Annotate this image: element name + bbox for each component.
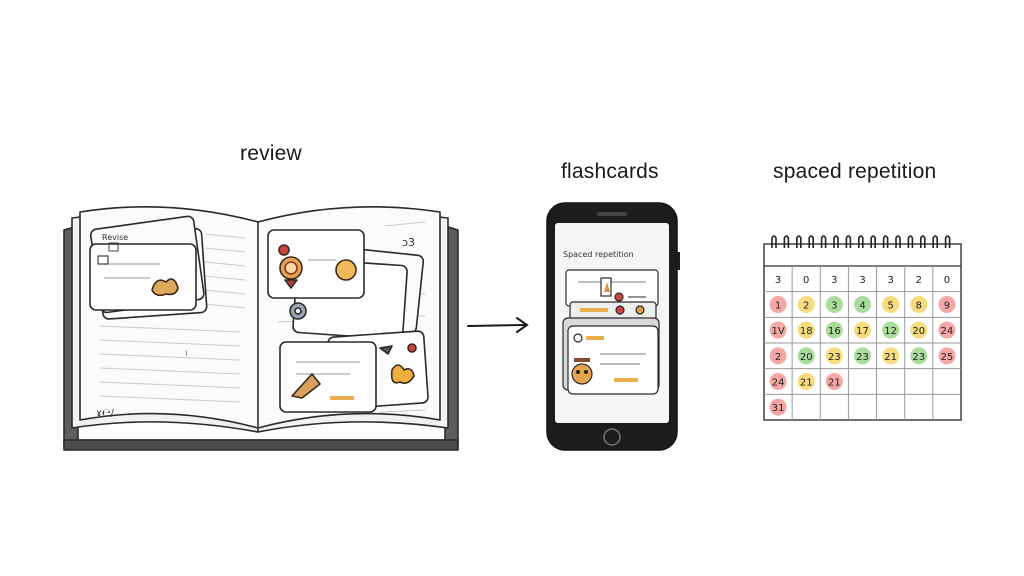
day-highlight xyxy=(825,373,843,390)
phone-speaker xyxy=(597,212,627,216)
day-highlight xyxy=(797,321,815,339)
calendar-grid xyxy=(764,266,961,420)
open-book: ɤ℮/ ı Revise ↄ3 xyxy=(63,206,459,451)
day-highlight xyxy=(910,347,928,365)
binding-ring xyxy=(796,235,802,248)
day-highlight xyxy=(882,321,900,339)
day-highlight xyxy=(910,296,928,313)
binding-ring xyxy=(858,235,864,248)
binding-ring xyxy=(783,235,790,248)
day-highlight xyxy=(910,321,928,339)
calendar-day-number: 3 xyxy=(775,275,781,286)
calendar-day-number: 24 xyxy=(772,378,785,389)
day-highlight xyxy=(854,296,871,313)
day-highlight xyxy=(825,347,843,365)
calendar-day-number: 5 xyxy=(887,301,893,312)
calendar-day-number: 0 xyxy=(944,275,950,286)
calendar-day-number: 2 xyxy=(775,352,781,363)
calendar-day-number: 23 xyxy=(828,352,841,363)
day-highlight xyxy=(854,347,871,365)
day-highlight xyxy=(938,347,956,365)
binding-ring xyxy=(932,235,938,248)
page-tick: ı xyxy=(185,348,188,359)
calendar-day-number: 4 xyxy=(859,301,865,312)
binding-ring xyxy=(808,235,814,248)
calendar-day-number: 8 xyxy=(916,301,922,312)
day-highlight xyxy=(797,373,815,390)
binding-ring xyxy=(833,235,839,248)
day-highlight xyxy=(882,296,900,313)
calendar-day-number: 21 xyxy=(800,378,813,389)
margin-doodle: ↄ3 xyxy=(402,236,415,249)
calendar-day-number: 31 xyxy=(772,403,785,414)
calendar-day-number: 24 xyxy=(941,326,954,337)
day-highlight xyxy=(825,296,843,313)
day-highlight xyxy=(769,296,787,313)
binding-ring xyxy=(870,235,876,248)
binding-ring xyxy=(771,235,777,248)
calendar-binding-rings xyxy=(771,235,951,248)
day-highlight xyxy=(854,321,871,339)
calendar-day-number: 20 xyxy=(800,352,813,363)
day-highlight xyxy=(882,347,900,365)
day-highlight xyxy=(797,296,815,313)
calendar-day-number: 23 xyxy=(912,352,925,363)
calendar-day-number: 3 xyxy=(831,275,837,286)
calendar-day-number: 21 xyxy=(828,378,841,389)
flashcard-stack-right: ↄ3 xyxy=(267,229,429,413)
calendar-day-number: 9 xyxy=(944,301,950,312)
binding-ring xyxy=(882,235,889,248)
page-lines-left xyxy=(99,233,246,403)
day-highlight xyxy=(797,347,815,365)
calendar-day-number: 1 xyxy=(775,301,781,312)
calendar-day-number: 20 xyxy=(912,326,925,337)
smartphone: Spaced repetition xyxy=(546,202,680,451)
calendar-day-number: 3 xyxy=(887,275,893,286)
binding-ring xyxy=(907,235,914,248)
calendar-day-number: 16 xyxy=(828,326,841,337)
home-button xyxy=(603,428,621,446)
day-highlight xyxy=(769,321,787,339)
calendar-day-number: 2 xyxy=(803,301,809,312)
flashcard-stack-left: Revise xyxy=(89,215,208,320)
calendar-day-number: 12 xyxy=(884,326,897,337)
day-highlight xyxy=(769,347,787,365)
card-note: Revise xyxy=(102,233,128,242)
day-highlight xyxy=(769,373,787,390)
day-highlight xyxy=(938,321,956,339)
binding-ring xyxy=(920,235,926,248)
calendar-day-number: 25 xyxy=(941,352,954,363)
day-highlight xyxy=(825,321,843,339)
calendar-day-number: 21 xyxy=(884,352,897,363)
phone-flashcards xyxy=(562,269,660,395)
binding-ring xyxy=(820,235,827,248)
calendar-day-number: 18 xyxy=(800,326,813,337)
label-flashcards: flashcards xyxy=(561,160,659,183)
binding-ring xyxy=(944,235,951,248)
label-spaced-repetition: spaced repetition xyxy=(773,160,937,183)
day-highlight xyxy=(938,296,956,313)
page-corner-scribble: ɤ℮/ xyxy=(96,408,115,419)
calendar-day-number: 17 xyxy=(856,326,869,337)
calendar-day-number: 3 xyxy=(831,301,837,312)
calendar-day-number: 3 xyxy=(859,275,865,286)
calendar-day-number: 0 xyxy=(803,275,809,286)
day-highlight xyxy=(769,398,787,416)
label-review: review xyxy=(240,142,302,165)
calendar-day-number: 2 xyxy=(916,275,922,286)
binding-ring xyxy=(895,235,901,248)
calendar-day-number: 23 xyxy=(856,352,869,363)
binding-ring xyxy=(845,235,852,248)
arrow-right-icon xyxy=(467,317,529,333)
phone-screen-title: Spaced repetition xyxy=(563,250,634,259)
calendar-day-number: 1V xyxy=(771,326,784,337)
